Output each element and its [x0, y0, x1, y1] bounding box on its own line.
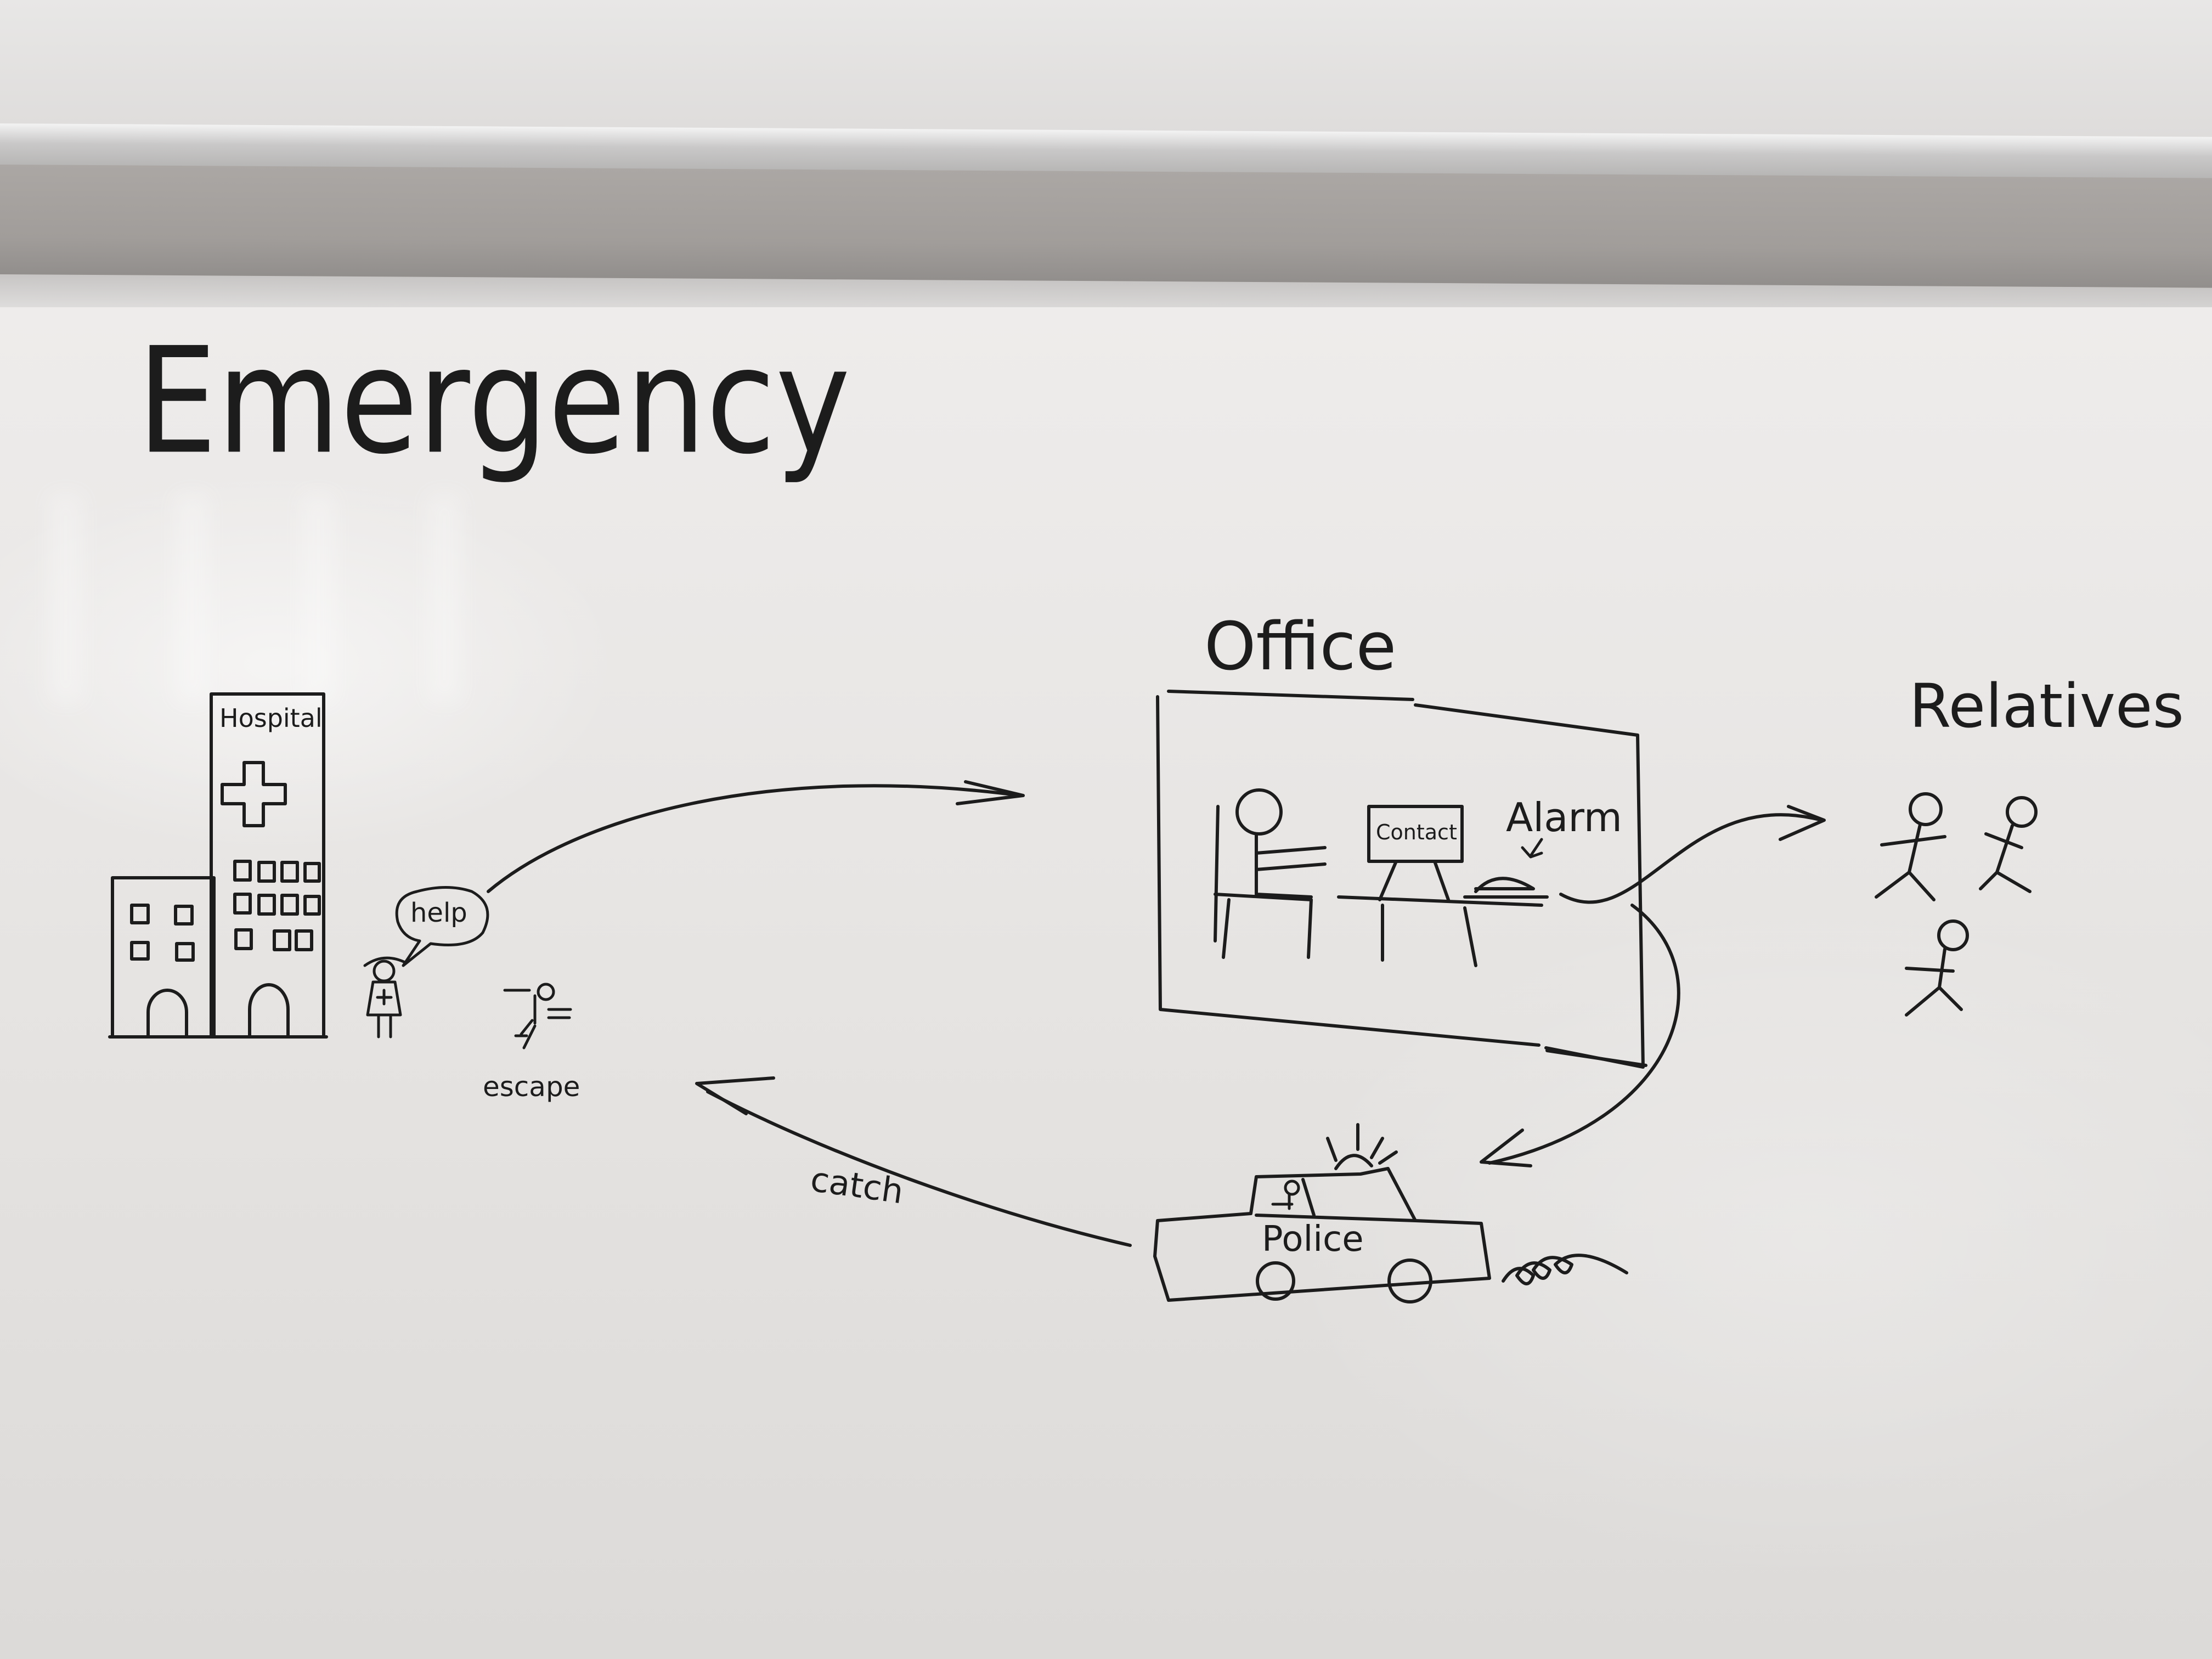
arrow-head-police	[1480, 1128, 1532, 1167]
exhaust-smoke	[1502, 1254, 1628, 1285]
label-contact: Contact	[1376, 820, 1457, 844]
escaping-figure	[503, 983, 572, 1049]
nurse-figure	[363, 956, 408, 1039]
hospital-building	[108, 692, 328, 1039]
label-office: Office	[1204, 609, 1396, 685]
label-help: help	[410, 898, 467, 928]
arrow-head-escape	[695, 1076, 775, 1115]
arrow-police-to-escape	[706, 1090, 1132, 1247]
alarm-button	[1463, 877, 1549, 899]
police-car	[1153, 1123, 1491, 1304]
office-worker	[1214, 788, 1327, 959]
title-emergency: Emergency	[137, 315, 850, 486]
label-alarm: Alarm	[1506, 794, 1622, 840]
relative-figure-3	[1905, 919, 1969, 1017]
whiteboard-surface	[0, 307, 2212, 1659]
contact-monitor	[1367, 805, 1464, 901]
arrow-help-to-office	[487, 784, 1022, 893]
arrow-office-to-police	[1488, 904, 1680, 1165]
arrow-head-relatives	[1779, 805, 1826, 841]
label-police: Police	[1262, 1219, 1364, 1260]
label-catch: catch	[808, 1159, 906, 1212]
label-relatives: Relatives	[1909, 671, 2184, 741]
speech-bubble	[395, 886, 489, 967]
relative-figure-1	[1875, 792, 1946, 901]
window-reflection	[16, 494, 538, 702]
wall	[0, 0, 2212, 137]
arrow-office-to-relatives	[1559, 813, 1823, 904]
office-room	[1156, 690, 1647, 1069]
office-desk	[1337, 895, 1543, 967]
arrow-head-office	[956, 780, 1025, 805]
label-hospital: Hospital	[219, 703, 323, 733]
alarm-pointer	[1521, 838, 1543, 859]
relative-figure-2	[1979, 796, 2038, 893]
police-driver	[1271, 1180, 1300, 1210]
label-escape: escape	[483, 1071, 580, 1103]
